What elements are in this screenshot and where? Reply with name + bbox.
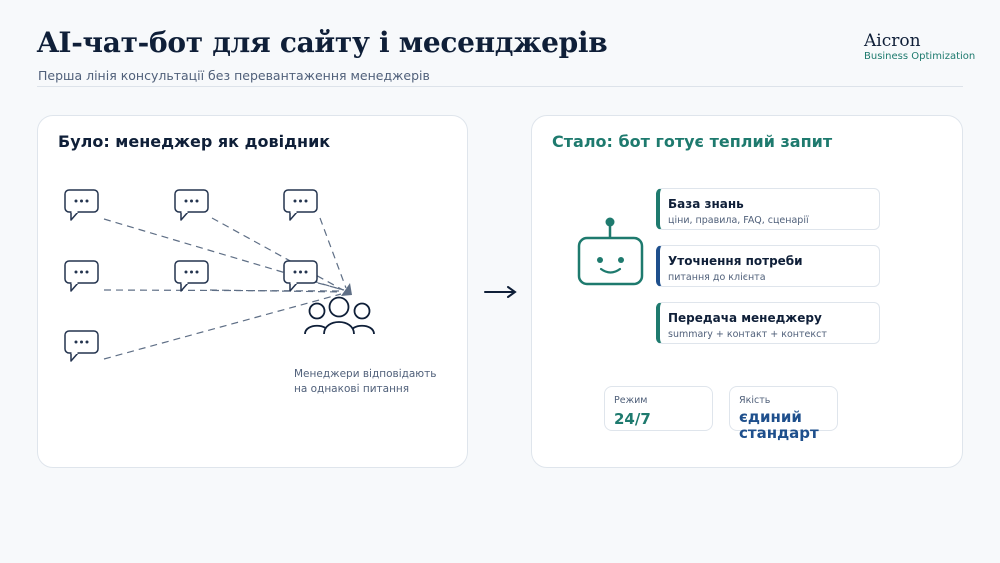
stat-value-line: єдиний — [739, 408, 802, 426]
page-title: AI-чат-бот для сайту і месенджерів — [37, 26, 608, 59]
caption-line: Менеджери відповідають — [294, 368, 437, 380]
request-line — [319, 217, 347, 289]
chat-bubble-icon — [174, 260, 209, 292]
brand-tagline: Business Optimization — [864, 51, 976, 62]
request-line — [103, 293, 342, 360]
header-divider — [37, 86, 963, 87]
card-handoff: Передача менеджеру summary + контакт + к… — [656, 302, 880, 344]
card-need-clarification: Уточнення потреби питання до клієнта — [656, 245, 880, 287]
stat-value: 24/7 — [614, 411, 651, 427]
stat-value-line: 24/7 — [614, 410, 651, 428]
request-line — [211, 217, 344, 291]
card-subtitle: ціни, правила, FAQ, сценарії — [668, 215, 809, 226]
chat-bubble-icon — [64, 330, 99, 362]
stat-label: Режим — [614, 395, 648, 406]
page-subtitle: Перша лінія консультації без перевантаже… — [38, 68, 430, 83]
robot-icon — [577, 217, 644, 286]
stat-label: Якість — [739, 395, 771, 406]
after-title: Стало: бот готує теплий запит — [552, 132, 833, 151]
brand-name: Aicron — [864, 31, 921, 51]
managers-caption: Менеджери відповідають на однакові питан… — [294, 367, 436, 397]
before-title: Було: менеджер як довідник — [58, 132, 331, 151]
managers-group-icon — [304, 296, 375, 335]
card-subtitle: summary + контакт + контекст — [668, 329, 827, 340]
card-subtitle: питання до клієнта — [668, 272, 766, 283]
chat-bubble-icon — [174, 189, 209, 221]
caption-line: на однакові питання — [294, 383, 410, 395]
stat-value-line: стандарт — [739, 424, 819, 442]
before-panel: Було: менеджер як довідник — [37, 115, 468, 468]
chat-bubble-icon — [283, 260, 318, 292]
chat-bubble-icon — [283, 189, 318, 221]
card-title: База знань — [668, 197, 744, 211]
request-line — [317, 282, 345, 291]
arrowhead-icon — [341, 283, 352, 296]
arrow-right-icon — [484, 286, 517, 298]
card-knowledge-base: База знань ціни, правила, FAQ, сценарії — [656, 188, 880, 230]
stat-mode: Режим 24/7 — [604, 386, 713, 431]
request-line — [209, 289, 343, 293]
card-title: Уточнення потреби — [668, 254, 803, 268]
request-lines — [103, 217, 347, 360]
stat-quality: Якість єдиний стандарт — [729, 386, 838, 441]
request-line — [103, 289, 343, 292]
chat-bubble-icon — [64, 189, 99, 221]
card-title: Передача менеджеру — [668, 311, 822, 325]
chat-bubble-icon — [64, 260, 99, 292]
stat-value: єдиний стандарт — [739, 409, 819, 441]
